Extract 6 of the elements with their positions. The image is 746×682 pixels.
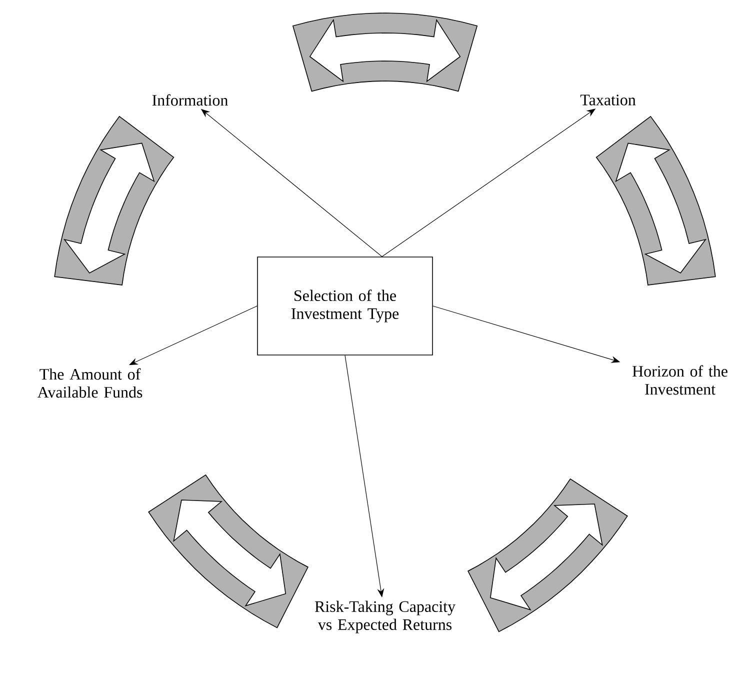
label: Taxation [580,94,636,106]
label: Horizon of the Investment [632,365,728,395]
label: Risk-Taking Capacity vs Expected Returns [314,600,456,634]
label: The Amount of Available Funds [37,368,142,398]
process-box: Selection of the Investment Type [257,256,433,356]
label: Information [152,94,228,106]
